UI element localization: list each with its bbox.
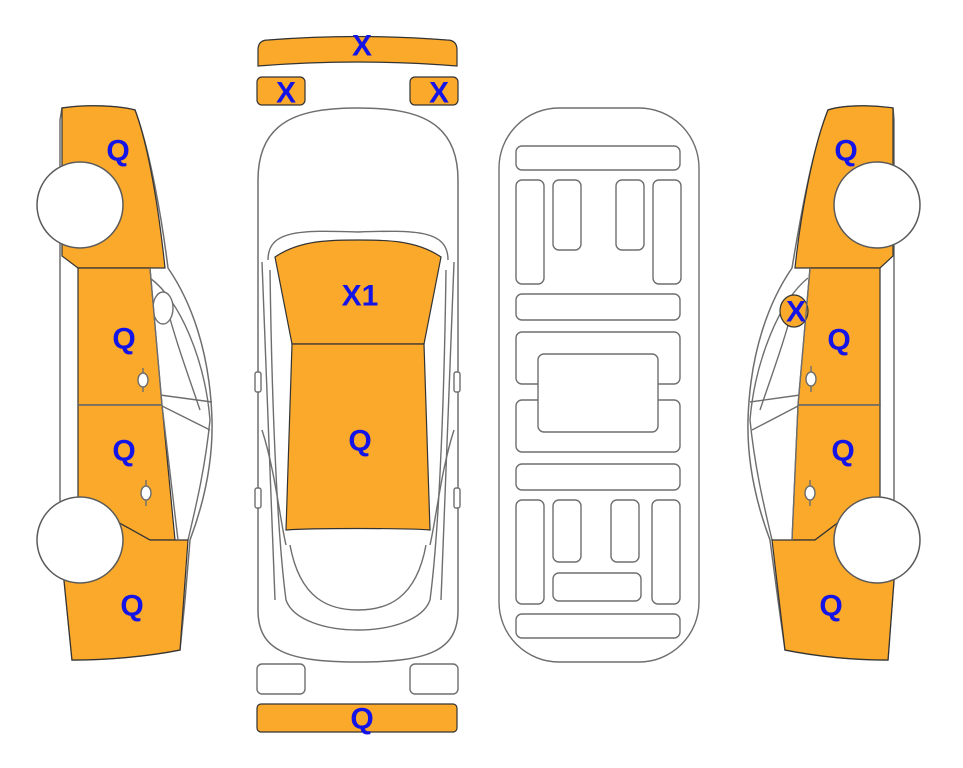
right-rear-quarter-label: Q [819, 590, 842, 623]
front-bumper-label: X [352, 30, 372, 63]
roof-label: Q [348, 425, 371, 458]
right-rear-door-label: Q [831, 435, 854, 468]
right-rear-wheel [833, 496, 921, 584]
right-front-wheel [833, 161, 921, 249]
left-side-view: Q Q Q Q [36, 105, 213, 661]
roof [285, 343, 431, 531]
right-front-door-handle-icon [805, 366, 817, 392]
left-front-door-label: Q [112, 323, 135, 356]
left-headlight [256, 76, 306, 106]
underbody-view [498, 107, 700, 663]
right-front-fender-label: Q [834, 135, 857, 168]
right-mirror [779, 294, 809, 328]
right-front-door-label: Q [827, 324, 850, 357]
left-front-door-handle-icon [137, 368, 149, 392]
left-rear-door-label: Q [112, 435, 135, 468]
hood [274, 239, 442, 345]
right-side-view: Q X Q Q Q [747, 105, 921, 661]
rear-bumper [256, 703, 458, 733]
left-front-wheel [36, 161, 124, 249]
front-bumper [257, 35, 458, 67]
right-headlight [409, 76, 459, 106]
top-view: X X X X1 Q Q [254, 30, 461, 736]
left-rear-wheel [36, 496, 124, 584]
left-rear-quarter-label: Q [120, 590, 143, 623]
hood-label: X1 [342, 280, 379, 313]
right-rear-door-handle-icon [804, 480, 816, 506]
right-mirror-label: X [786, 296, 806, 329]
right-taillight [409, 663, 459, 695]
left-front-fender-label: Q [106, 135, 129, 168]
left-rear-door-handle-icon [140, 480, 152, 506]
left-headlight-label: X [276, 77, 296, 110]
rear-bumper-label: Q [350, 703, 373, 736]
right-headlight-label: X [429, 77, 449, 110]
left-taillight [256, 663, 306, 695]
